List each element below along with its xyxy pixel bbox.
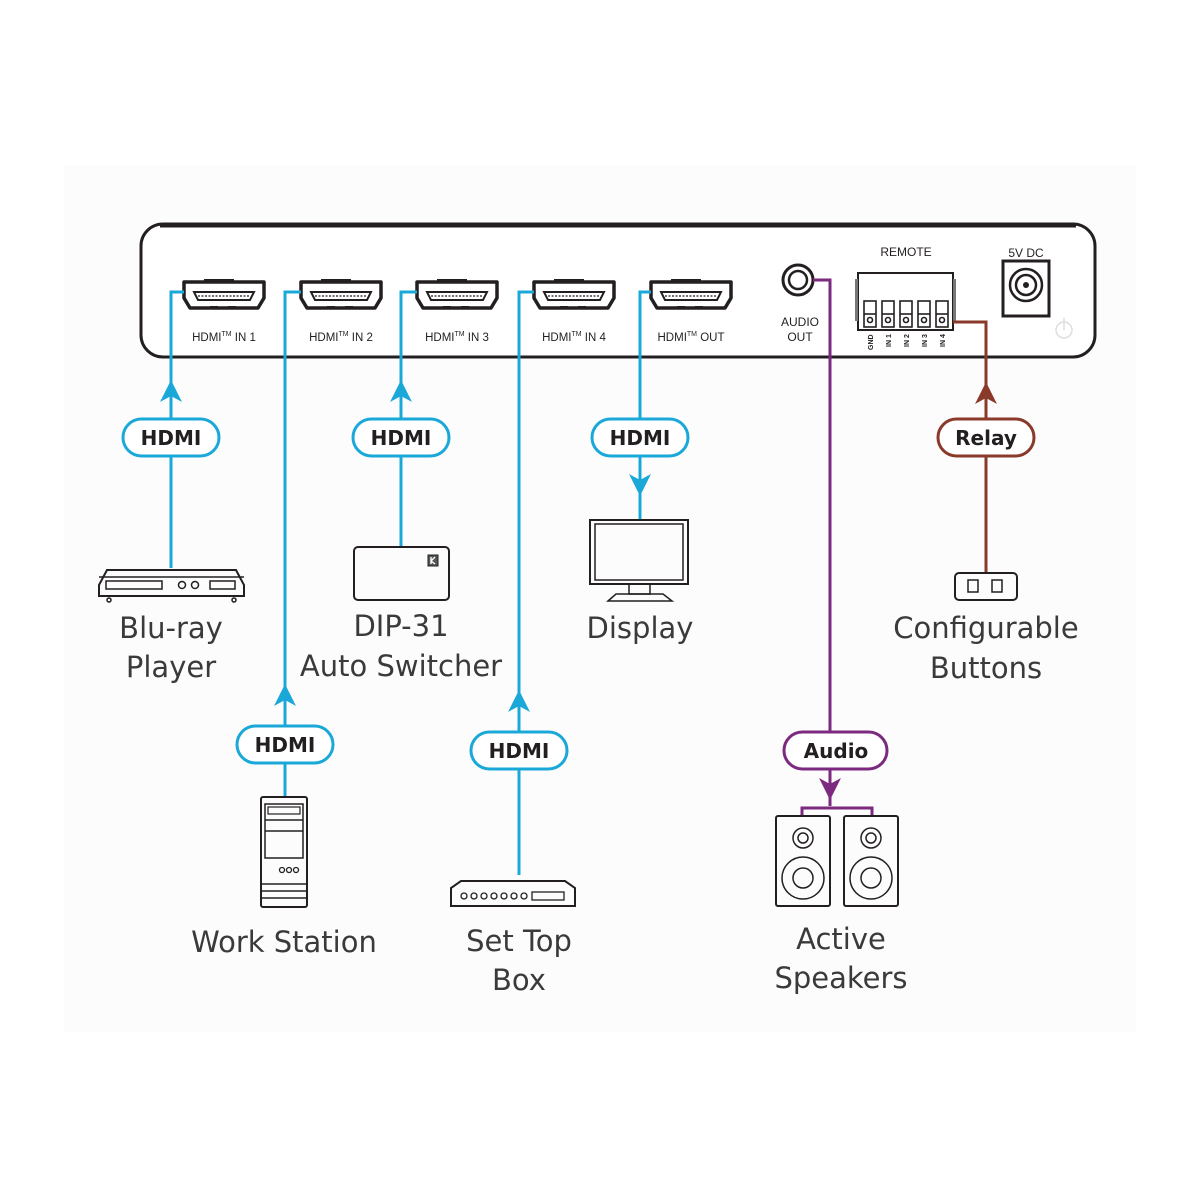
workstation-tower-icon: [260, 796, 308, 908]
svg-text:Active: Active: [796, 922, 886, 956]
ground-screw-icon: [1055, 318, 1073, 339]
signal-label-hdmi-dip31: HDMI: [351, 417, 451, 458]
arrow-up-icon: [975, 382, 997, 404]
cable-audio-to-speakers: [813, 278, 832, 806]
device-label-buttons: Configurable Buttons: [893, 611, 1078, 685]
svg-text:HDMITM IN 2: HDMITM IN 2: [309, 331, 373, 344]
svg-text:Blu-ray: Blu-ray: [119, 611, 223, 645]
svg-text:Auto Switcher: Auto Switcher: [300, 649, 502, 683]
svg-text:Box: Box: [492, 963, 546, 997]
device-label-bluray: Blu-ray Player: [119, 611, 223, 684]
svg-text:AUDIO: AUDIO: [781, 315, 819, 329]
hdmi-connector-icon: [415, 277, 499, 311]
arrow-down-icon: [629, 474, 651, 496]
signal-label-audio: Audio: [782, 730, 889, 771]
kramer-logo-icon: [427, 554, 439, 567]
svg-text:Audio: Audio: [804, 739, 869, 763]
device-label-speakers: Active Speakers: [774, 922, 907, 995]
cable-speaker-split: [800, 806, 874, 816]
port-hdmi-in-1[interactable]: HDMITM IN 1: [182, 277, 266, 344]
audio-jack-icon: [781, 263, 815, 297]
auto-switcher-icon: [353, 546, 450, 601]
cable-settop-to-in4: [517, 290, 534, 875]
switcher-chassis: [139, 222, 1097, 359]
arrow-up-icon: [390, 380, 412, 402]
port-power-5v-dc[interactable]: 5V DC: [1001, 246, 1051, 318]
signal-label-hdmi-bluray: HDMI: [121, 417, 221, 458]
svg-text:HDMI: HDMI: [489, 739, 550, 763]
svg-text:DIP-31: DIP-31: [353, 609, 448, 643]
hdmi-connector-icon: [299, 277, 383, 311]
port-hdmi-out[interactable]: HDMITM OUT: [649, 277, 733, 344]
svg-text:Configurable: Configurable: [893, 611, 1078, 645]
svg-text:Work Station: Work Station: [191, 925, 377, 959]
svg-text:Buttons: Buttons: [930, 651, 1042, 685]
pin-label-gnd: GND: [868, 334, 875, 350]
pin-label-in3: IN 3: [922, 334, 929, 347]
pin-label-in2: IN 2: [904, 334, 911, 347]
buttons-icon: [954, 572, 1018, 601]
terminal-block-icon: [855, 272, 956, 331]
arrow-down-icon: [819, 778, 841, 800]
arrow-up-icon: [508, 690, 530, 712]
hdmi-connector-icon: [649, 277, 733, 311]
device-label-display: Display: [587, 611, 694, 645]
svg-text:OUT: OUT: [787, 330, 813, 344]
svg-text:HDMI: HDMI: [371, 426, 432, 450]
device-label-workstation: Work Station: [191, 925, 377, 959]
arrow-up-icon: [160, 380, 182, 402]
set-top-box-icon: [450, 880, 576, 907]
port-hdmi-in-2[interactable]: HDMITM IN 2: [299, 277, 383, 344]
svg-text:HDMITM IN 3: HDMITM IN 3: [425, 331, 489, 344]
port-hdmi-in-3[interactable]: HDMITM IN 3: [415, 277, 499, 344]
device-label-dip31: DIP-31 Auto Switcher: [300, 609, 502, 683]
svg-text:5V DC: 5V DC: [1008, 246, 1044, 260]
svg-text:HDMI: HDMI: [610, 426, 671, 450]
svg-text:HDMITM IN 1: HDMITM IN 1: [192, 331, 256, 344]
svg-text:HDMI: HDMI: [141, 426, 202, 450]
svg-text:Speakers: Speakers: [774, 961, 907, 995]
arrow-up-icon: [274, 684, 296, 706]
svg-text:Set Top: Set Top: [466, 924, 572, 958]
cable-workstation-to-in2: [283, 290, 301, 797]
port-remote-terminal[interactable]: REMOTE GND IN 1 IN 2 IN 3 IN 4: [855, 245, 956, 350]
svg-text:Player: Player: [126, 650, 216, 684]
cable-buttons-to-remote: [953, 320, 988, 573]
dc-jack-icon: [1001, 259, 1051, 318]
svg-text:HDMI: HDMI: [255, 733, 316, 757]
svg-text:Display: Display: [587, 611, 694, 645]
device-label-settop: Set Top Box: [466, 924, 572, 997]
svg-text:HDMITM OUT: HDMITM OUT: [658, 331, 725, 344]
speakers-icon: [775, 815, 899, 907]
signal-label-relay: Relay: [936, 417, 1036, 458]
svg-text:HDMITM IN 4: HDMITM IN 4: [542, 331, 606, 344]
signal-label-hdmi-display: HDMI: [590, 417, 690, 458]
port-audio-out[interactable]: AUDIO OUT: [781, 263, 819, 344]
pin-label-in1: IN 1: [886, 334, 893, 347]
port-hdmi-in-4[interactable]: HDMITM IN 4: [532, 277, 616, 344]
pin-label-in4: IN 4: [940, 334, 947, 347]
cable-bluray-to-in1: [169, 290, 184, 568]
svg-text:Relay: Relay: [955, 426, 1017, 450]
hdmi-connector-icon: [532, 277, 616, 311]
bluray-player-icon: [98, 569, 245, 603]
signal-label-hdmi-settop: HDMI: [469, 730, 569, 771]
svg-text:REMOTE: REMOTE: [880, 245, 931, 259]
signal-label-hdmi-workstation: HDMI: [235, 724, 335, 765]
hdmi-connector-icon: [182, 277, 266, 311]
monitor-icon: [589, 519, 689, 602]
cable-dip31-to-in3: [399, 290, 417, 547]
